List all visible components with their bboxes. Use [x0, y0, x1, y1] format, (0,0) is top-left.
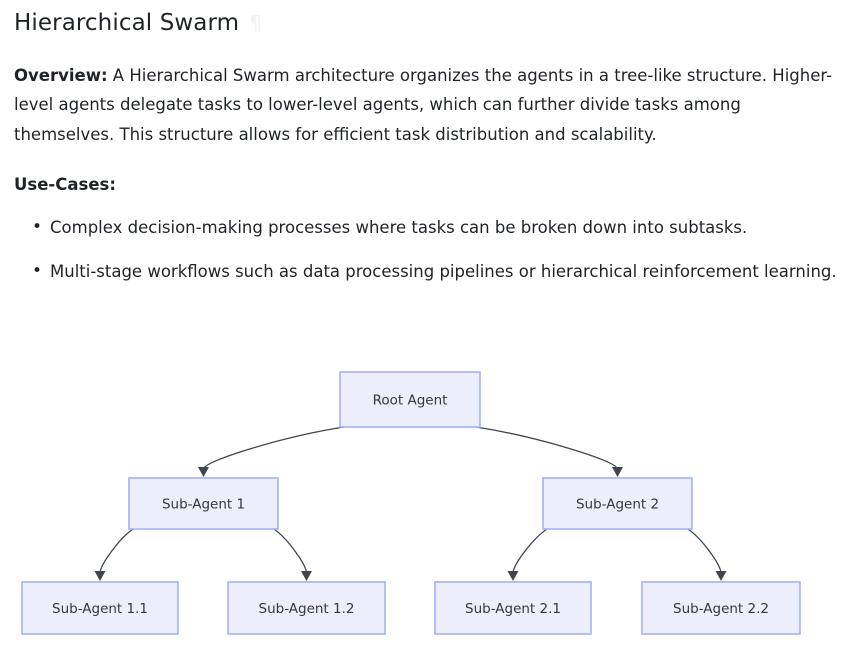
edge-layer [94, 426, 727, 581]
page-title-text: Hierarchical Swarm [14, 10, 240, 36]
diagram-node-sub21[interactable]: Sub-Agent 2.1 [434, 581, 592, 635]
node-box [339, 371, 481, 428]
diagram-node-sub1[interactable]: Sub-Agent 1 [128, 477, 279, 530]
node-box [542, 477, 693, 530]
usecases-heading: Use-Cases: [14, 175, 116, 195]
node-box [227, 581, 386, 635]
node-label: Sub-Agent 1.2 [259, 601, 355, 617]
arrowhead-icon [715, 571, 727, 581]
overview-text: A Hierarchical Swarm architecture organi… [14, 66, 833, 144]
node-box [641, 581, 801, 635]
anchor-link-icon[interactable]: ¶ [249, 11, 262, 35]
edge-sub2-to-sub21 [512, 528, 548, 574]
edge-sub1-to-sub11 [99, 528, 134, 574]
diagram-node-sub12[interactable]: Sub-Agent 1.2 [227, 581, 386, 635]
diagram-node-sub2[interactable]: Sub-Agent 2 [542, 477, 693, 530]
arrowhead-icon [198, 467, 209, 477]
diagram-node-sub11[interactable]: Sub-Agent 1.1 [21, 581, 179, 635]
node-label: Sub-Agent 2.2 [673, 601, 769, 617]
node-label: Root Agent [373, 393, 448, 409]
article-body: Hierarchical Swarm ¶ Overview: A Hierarc… [14, 8, 838, 300]
node-box [128, 477, 279, 530]
arrowhead-icon [94, 571, 106, 581]
diagram-node-sub22[interactable]: Sub-Agent 2.2 [641, 581, 801, 635]
edge-sub1-to-sub12 [273, 528, 308, 574]
node-box [21, 581, 179, 635]
edge-root-to-sub1 [202, 426, 345, 470]
edge-sub2-to-sub22 [687, 528, 722, 574]
node-box [434, 581, 592, 635]
page-title: Hierarchical Swarm ¶ [14, 8, 838, 39]
usecases-list: Complex decision-making processes where … [14, 212, 838, 287]
node-label: Sub-Agent 1.1 [52, 601, 148, 617]
arrowhead-icon [507, 571, 519, 581]
overview-label: Overview: [14, 66, 108, 86]
arrowhead-icon [301, 571, 312, 581]
overview-paragraph: Overview: A Hierarchical Swarm architect… [14, 61, 838, 149]
edge-root-to-sub2 [475, 426, 619, 470]
node-label: Sub-Agent 2 [576, 497, 659, 513]
list-item: Multi-stage workflows such as data proce… [32, 256, 838, 287]
diagram-node-root[interactable]: Root Agent [339, 371, 481, 428]
node-label: Sub-Agent 1 [162, 497, 245, 513]
list-item: Complex decision-making processes where … [32, 212, 838, 243]
node-label: Sub-Agent 2.1 [465, 601, 561, 617]
arrowhead-icon [612, 467, 623, 477]
